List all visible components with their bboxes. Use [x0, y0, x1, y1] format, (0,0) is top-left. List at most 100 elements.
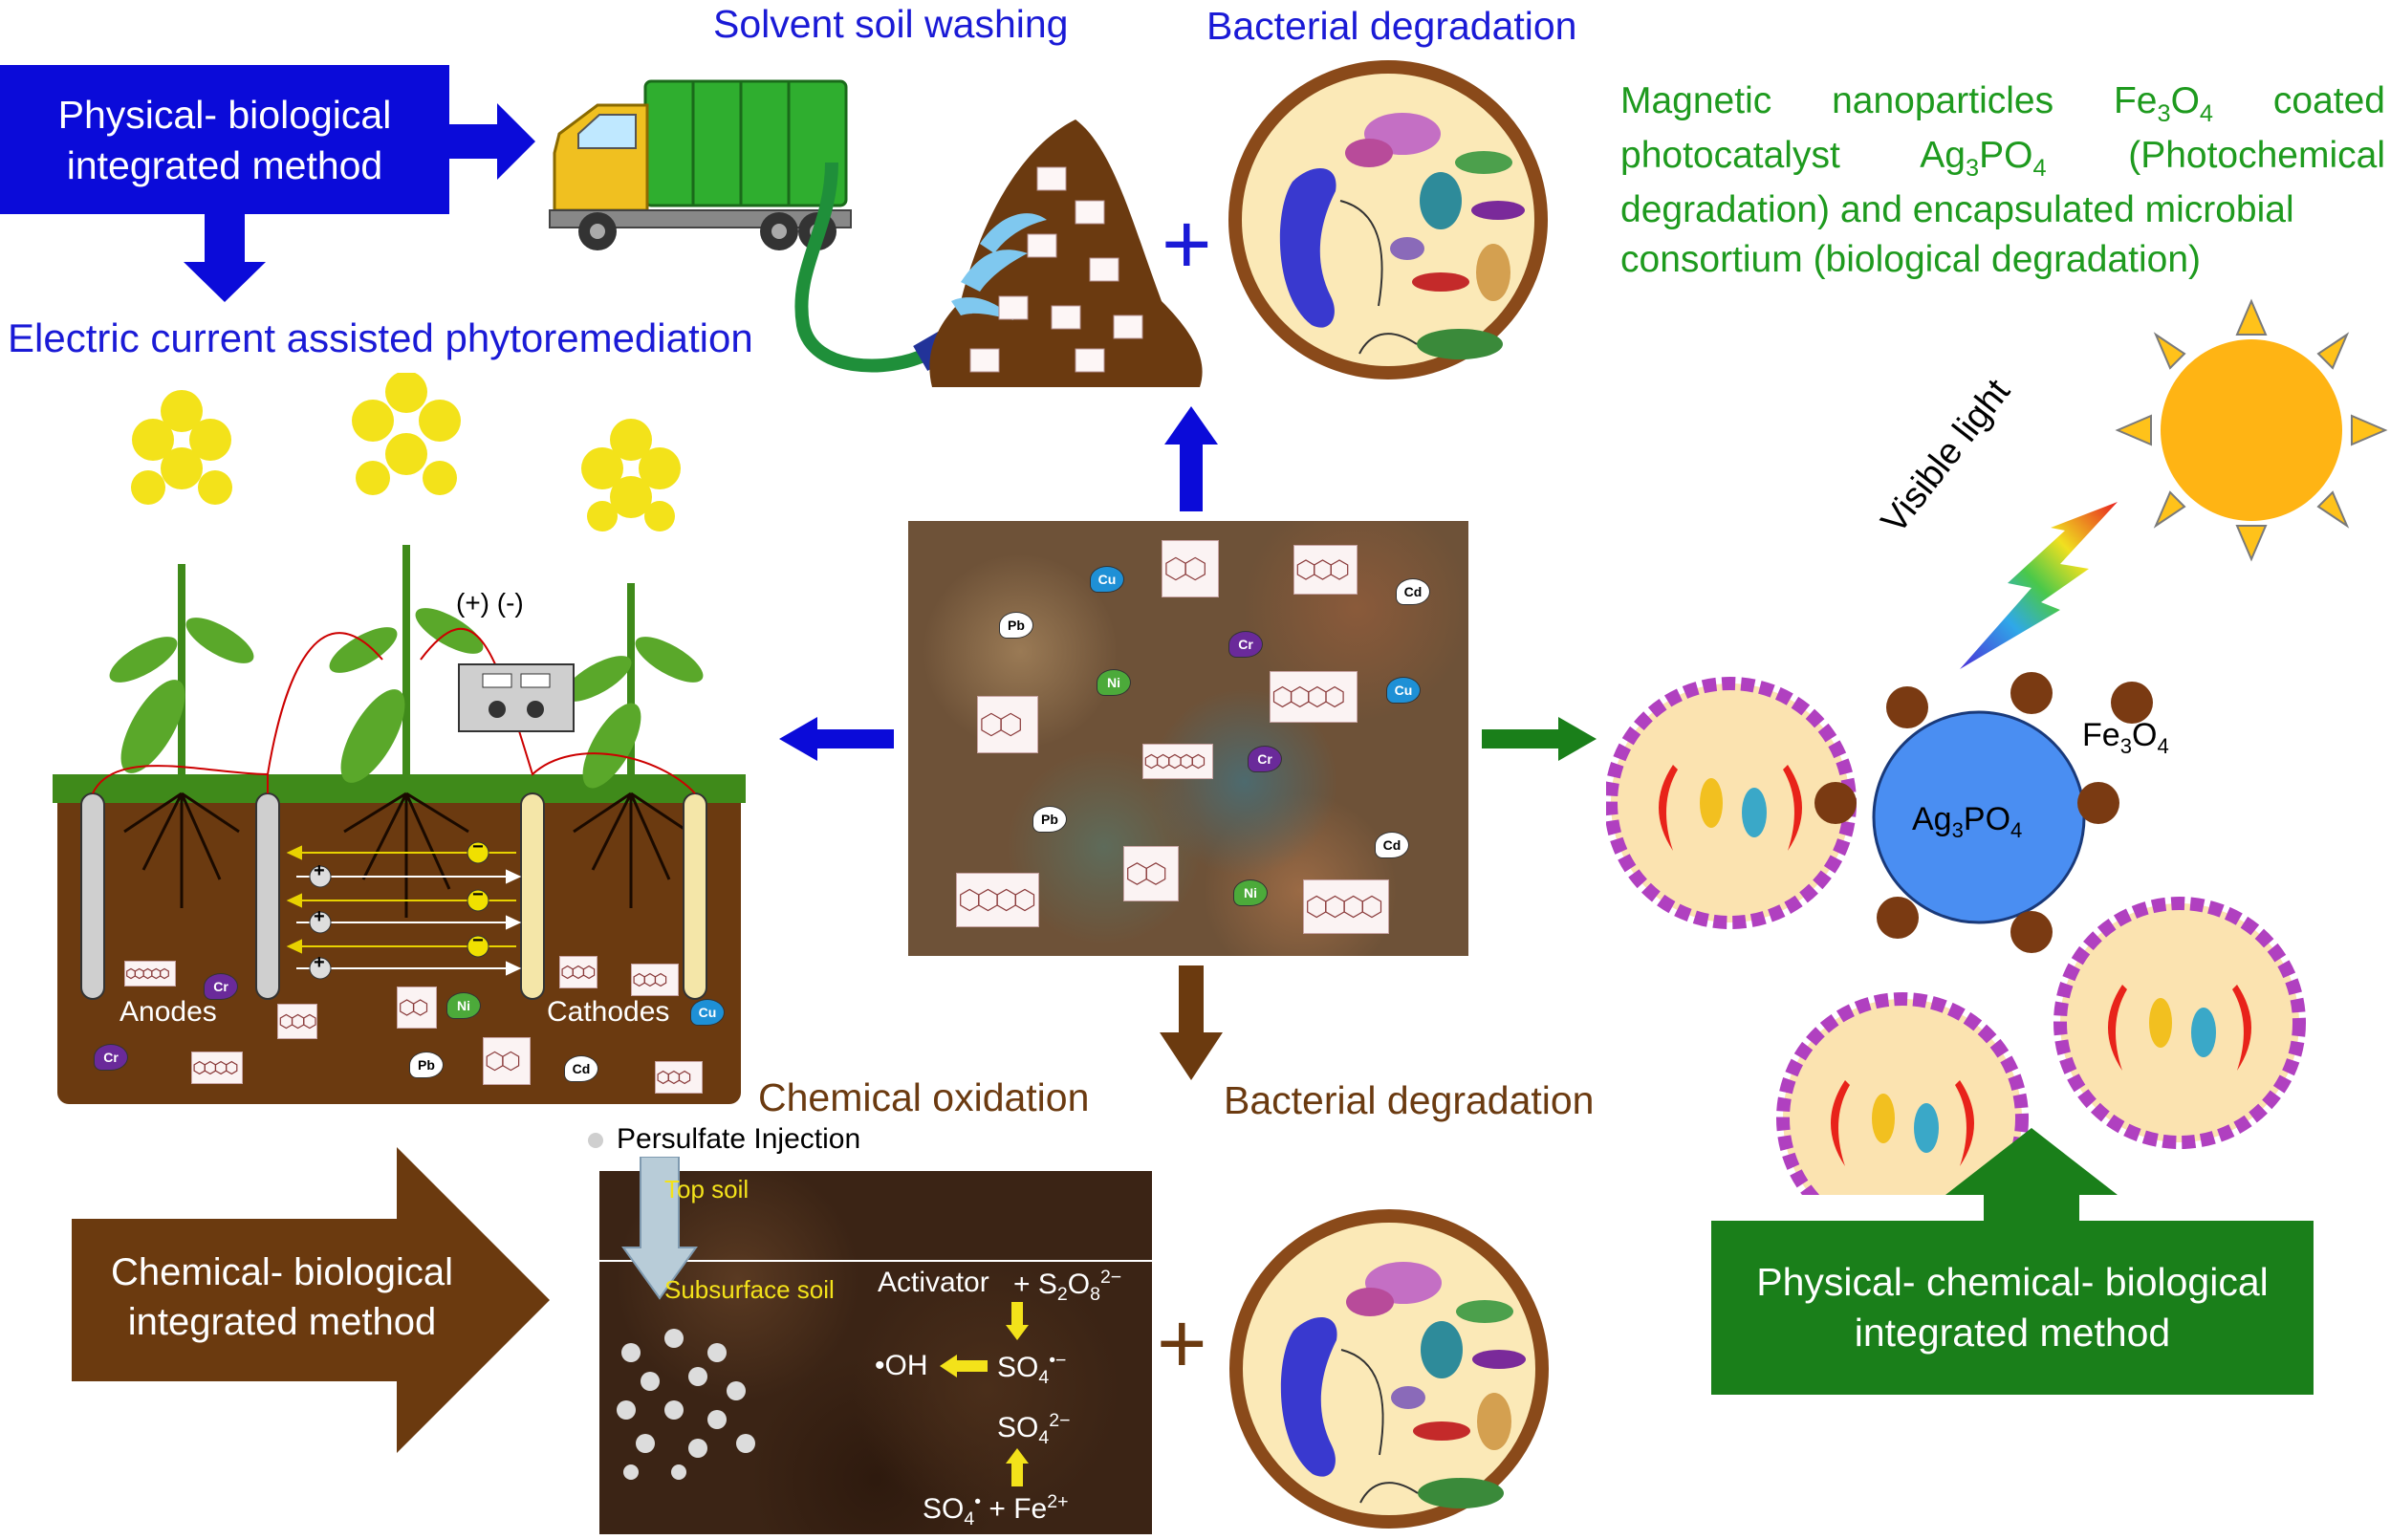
chemical-biological-arrow: [72, 1147, 550, 1453]
benzene-ring-icon: [292, 1013, 305, 1030]
physical-biological-box: Physical- biological integrated method: [0, 65, 449, 214]
molecule-structure-icon: [1307, 895, 1382, 919]
oh-radical-label: •OH: [875, 1350, 928, 1381]
sulfate-radical-label: SO4•−: [997, 1350, 1067, 1388]
molecule-icon: [1293, 545, 1358, 595]
molecule-icon: [956, 873, 1039, 927]
molecule-icon: [1162, 540, 1219, 597]
benzene-ring-icon: [981, 712, 1002, 737]
fe-reaction-label: SO4• + Fe2+: [923, 1491, 1069, 1529]
chemical-biological-line1: Chemical- biological: [111, 1251, 453, 1293]
molecule-icon: [277, 1004, 317, 1039]
benzene-ring-icon: [400, 999, 415, 1016]
polarity-label: (+) (-): [456, 588, 524, 618]
magnetic-text-part1: Magnetic nanoparticles Fe: [1620, 80, 2158, 121]
electric-phyto-title: Electric current assisted phytoremediati…: [8, 315, 753, 360]
up-yellow-arrow-icon: [1006, 1448, 1029, 1486]
arrow-right-icon: [449, 103, 535, 180]
persulfate-injection-label: Persulfate Injection: [617, 1123, 861, 1155]
molecule-structure-icon: [1165, 556, 1206, 581]
magnetic-text-line3: degradation) and encapsulated microbial: [1620, 188, 2294, 230]
benzene-ring-icon: [1145, 862, 1166, 885]
magnetic-text-line4: consortium (biological degradation): [1620, 238, 2201, 280]
physical-biological-line2: integrated method: [66, 143, 383, 188]
top-soil-label: Top soil: [664, 1175, 750, 1204]
benzene-ring-icon: [978, 888, 998, 912]
ni-tag: Ni: [1233, 879, 1268, 906]
left-yellow-arrow-icon: [940, 1355, 988, 1377]
benzene-ring-icon: [151, 967, 162, 980]
soil-pile-illustration: [929, 119, 1203, 387]
benzene-ring-icon: [657, 1070, 669, 1085]
molecule-structure-icon: [486, 1051, 520, 1072]
cation-sign: +: [314, 906, 325, 927]
benzene-ring-icon: [654, 972, 667, 987]
benzene-ring-icon: [1343, 895, 1363, 919]
subsurface-soil-label: Subsurface soil: [664, 1275, 835, 1304]
cd-tag: Cd: [564, 1055, 598, 1082]
soil-profile-panel: [599, 1171, 1152, 1534]
benzene-ring-icon: [1307, 895, 1327, 919]
chemical-oxidation-title: Chemical oxidation: [758, 1075, 1090, 1119]
benzene-ring-icon: [1308, 685, 1327, 708]
molecule-structure-icon: [633, 972, 667, 987]
molecule-icon: [631, 964, 679, 996]
molecule-icon: [1142, 744, 1213, 779]
benzene-ring-icon: [1330, 559, 1349, 580]
benzene-ring-icon: [160, 967, 169, 980]
benzene-ring-icon: [303, 1013, 316, 1030]
benzene-ring-icon: [960, 888, 980, 912]
activator-label: Activator: [878, 1267, 989, 1298]
solvent-soil-washing-title: Solvent soil washing: [713, 2, 1069, 46]
bacterial-degradation-bottom-title: Bacterial degradation: [1224, 1078, 1595, 1122]
benzene-ring-icon: [486, 1051, 504, 1072]
pb-tag: Pb: [409, 1052, 444, 1078]
cu-tag: Cu: [690, 999, 725, 1026]
benzene-ring-icon: [996, 888, 1016, 912]
molecule-structure-icon: [981, 712, 1021, 737]
pb-tag: Pb: [999, 612, 1033, 639]
magnetic-text-part3: coated: [2213, 80, 2385, 121]
molecule-icon: [1270, 671, 1358, 723]
benzene-ring-icon: [1314, 559, 1332, 580]
benzene-ring-icon: [1191, 753, 1206, 770]
injection-arrow-icon: [621, 1157, 698, 1300]
cu-tag: Cu: [1386, 677, 1421, 704]
molecule-structure-icon: [1127, 862, 1166, 885]
cd-tag: Cd: [1375, 832, 1409, 858]
cathodes-label: Cathodes: [547, 996, 670, 1028]
anion-sign: −: [472, 836, 484, 857]
phytoremediation-illustration: [53, 373, 746, 1104]
molecule-icon: [977, 696, 1038, 753]
pcb-line1: Physical- chemical- biological: [1756, 1260, 2269, 1304]
benzene-ring-icon: [667, 1070, 680, 1085]
cr-tag: Cr: [94, 1044, 128, 1071]
molecule-icon: [397, 987, 437, 1029]
benzene-ring-icon: [1296, 559, 1315, 580]
sulfate-ion-label: SO42−: [997, 1410, 1071, 1448]
molecule-structure-icon: [1272, 685, 1344, 708]
anion-sign: −: [472, 930, 484, 951]
molecule-structure-icon: [400, 999, 428, 1016]
benzene-ring-icon: [226, 1060, 238, 1075]
benzene-ring-icon: [633, 972, 645, 987]
benzene-ring-icon: [1184, 556, 1206, 581]
chemical-biological-line2: integrated method: [127, 1301, 437, 1343]
benzene-ring-icon: [413, 999, 428, 1016]
anion-sign: −: [472, 884, 484, 905]
ni-tag: Ni: [1097, 669, 1131, 696]
pcb-line2: integrated method: [1854, 1311, 2171, 1356]
arrow-up-green-icon: [1945, 1128, 2118, 1224]
cr-tag: Cr: [1248, 746, 1282, 772]
soil-layer-divider: [599, 1260, 1152, 1262]
molecule-structure-icon: [1144, 753, 1206, 770]
cation-sign: +: [314, 952, 325, 973]
molecule-icon: [559, 956, 598, 988]
benzene-ring-icon: [1325, 685, 1344, 708]
benzene-ring-icon: [1180, 753, 1193, 770]
physical-chemical-biological-box: Physical- chemical- biological integrate…: [1711, 1221, 2314, 1395]
benzene-ring-icon: [134, 967, 144, 980]
photocatalyst-cluster: [1606, 672, 2306, 1195]
molecule-structure-icon: [193, 1060, 238, 1075]
benzene-ring-icon: [1014, 888, 1035, 912]
